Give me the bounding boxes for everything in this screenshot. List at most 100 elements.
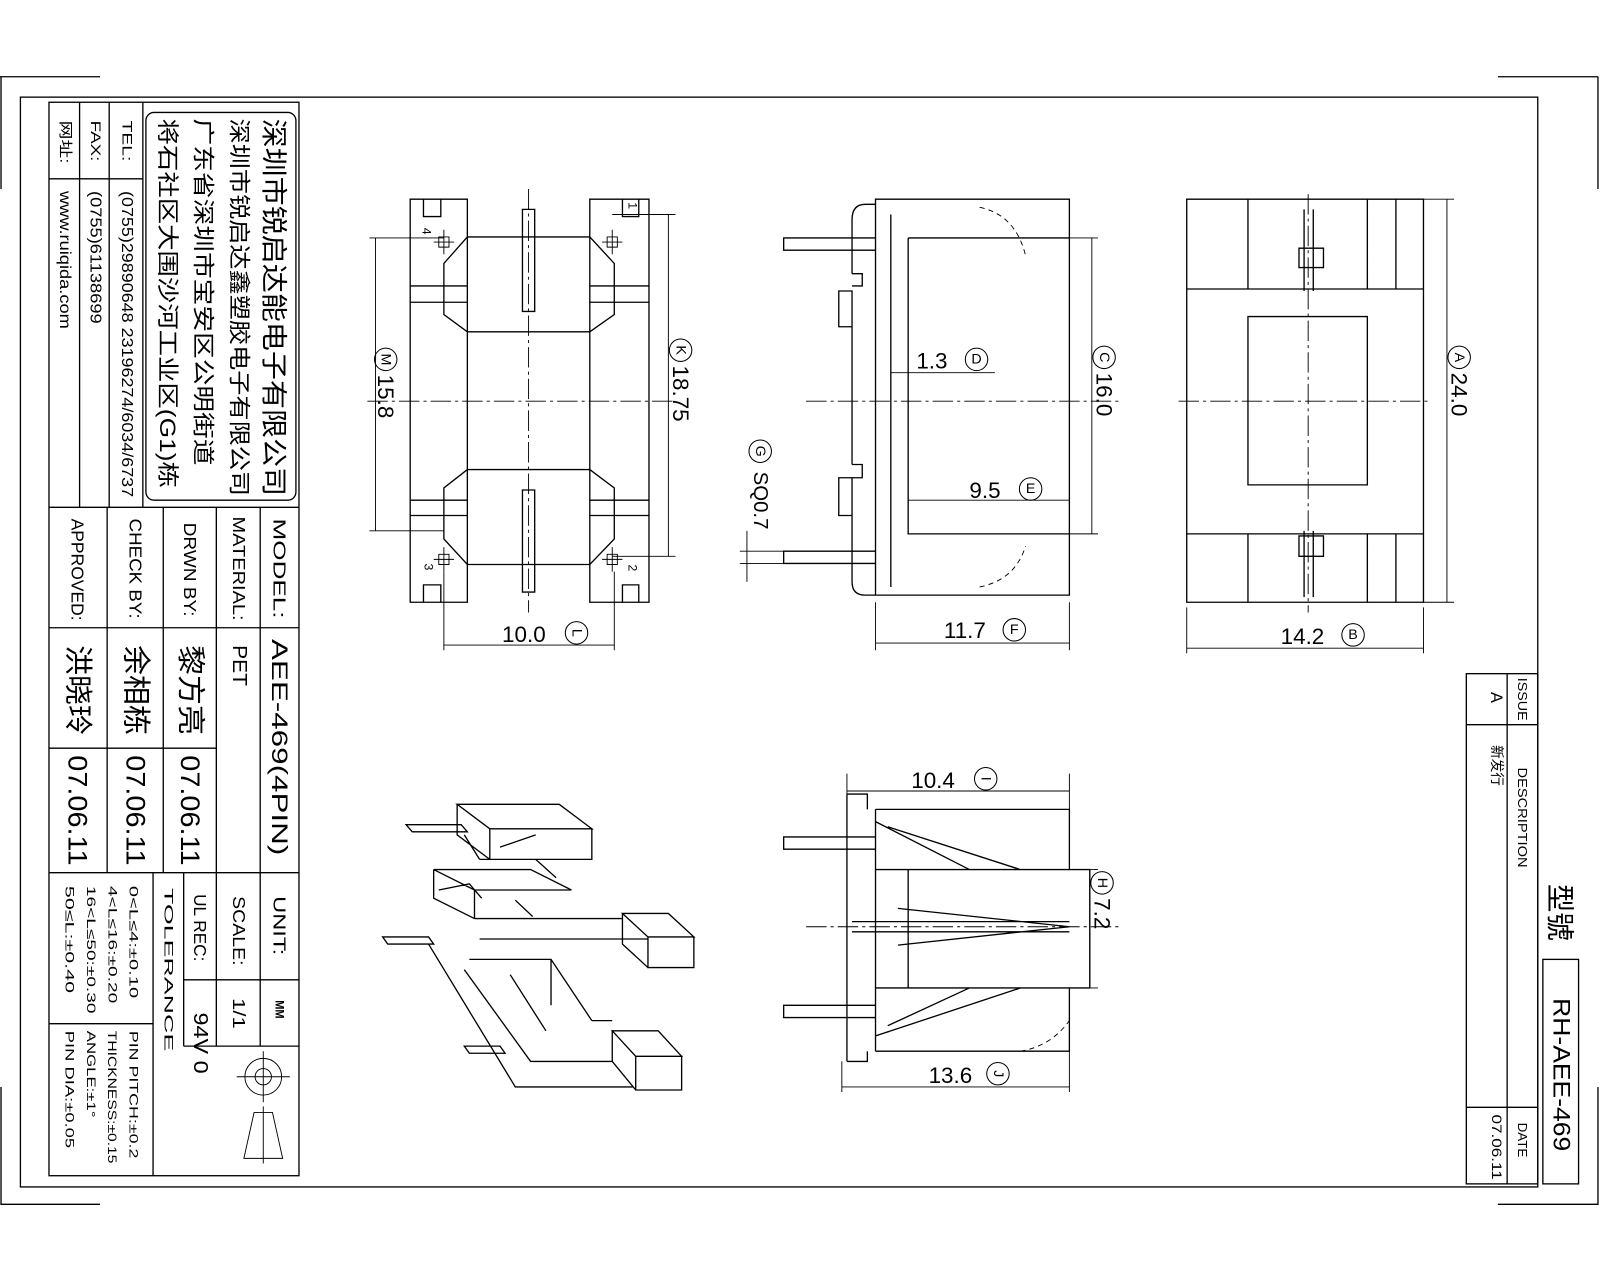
- dimension-letter-circle: [564, 621, 589, 645]
- company-address-2: 将石社区大围沙河工业区(G1)栋: [155, 119, 180, 488]
- tolerance-line: 0<L≤4:±0.10: [127, 886, 141, 999]
- check-by-label: CHECK BY:: [126, 519, 146, 619]
- projection-symbol-icon: [236, 1051, 290, 1164]
- material-label: MATERIAL:: [229, 517, 249, 621]
- isometric-view: [381, 803, 696, 1091]
- revision-block-grid: [1466, 673, 1538, 1184]
- end-view-dimension-lines: [1186, 198, 1455, 654]
- dimension-value: 18.75: [668, 366, 693, 422]
- model-label: MODEL:: [270, 519, 290, 619]
- dimension-letter-circle: [1018, 477, 1043, 501]
- description-label: DESCRIPTION: [1515, 768, 1530, 868]
- dimension-value: 9.5: [969, 478, 1000, 503]
- company-name: 深圳市锐启达能电子有限公司: [258, 119, 288, 497]
- isometric-middle-arm: [381, 868, 696, 969]
- check-by-name: 余相栋: [120, 645, 152, 735]
- dimension-value: 7.2: [1090, 898, 1115, 929]
- fax-label: FAX:: [87, 121, 103, 162]
- model-value: AEE-469(4PIN): [267, 639, 292, 855]
- pin-position-marks: [433, 229, 623, 572]
- scale-label: SCALE:: [229, 896, 249, 965]
- bottom-view: 10.4 I H 7.2 13.6 J: [783, 767, 1123, 1093]
- isometric-upper-arm: [404, 803, 594, 879]
- drawn-date: 07.06.11: [175, 755, 205, 865]
- dimension-value: 24.0: [1447, 373, 1472, 417]
- dimension-letter: A: [1451, 353, 1467, 363]
- pin-number-label: 3: [422, 563, 436, 570]
- tolerance-line: 4<L≤16:±0.20: [105, 886, 119, 1004]
- dimension-letter-circle: [1090, 871, 1114, 895]
- drawn-by-name: 黎方亮: [174, 645, 206, 735]
- side-view-dimension-lines: [739, 237, 1098, 651]
- revision-block-border: [1465, 673, 1539, 1185]
- tolerance-line: 50≤L:±0.40: [62, 886, 76, 993]
- front-view-dimension-lines: [369, 214, 676, 651]
- dimension-value: 10.4: [911, 768, 955, 793]
- dimension-letter: G: [752, 446, 768, 457]
- check-date: 07.06.11: [121, 755, 151, 865]
- dimension-letter: I: [978, 777, 994, 781]
- side-view-outline: [783, 198, 1071, 596]
- sheet-frame: [0, 76, 1599, 1205]
- bottom-view-hidden-lines: [1020, 1020, 1070, 1052]
- dimension-value: 14.2: [1281, 624, 1325, 649]
- dimension-letter-circle: [748, 439, 772, 463]
- projection-cone: [243, 1106, 284, 1164]
- dimension-value: 1.3: [916, 349, 947, 374]
- front-view: 4 1 3 2 M 15.8 K 18.75 10.0 L: [367, 188, 693, 651]
- part-number-label: 型號: [1543, 884, 1575, 941]
- dimension-value: 13.6: [929, 1063, 973, 1088]
- tel-label: TEL:: [119, 121, 135, 162]
- tolerance-label: TOLERANCE: [161, 888, 175, 1051]
- pin-number-label: 1: [626, 202, 640, 209]
- tolerance-line: ANGLE:±1°: [84, 1031, 98, 1118]
- dimension-letter: F: [1010, 622, 1019, 638]
- approved-date: 07.06.11: [63, 755, 93, 865]
- dimension-letter-circle: [668, 338, 693, 362]
- dimension-letter-circle: [1092, 345, 1116, 370]
- bottom-view-outline: [783, 793, 1091, 1063]
- drawn-by-label: DRWN BY:: [180, 523, 200, 617]
- revision-block: ISSUE A DESCRIPTION 新发行 DATE 07.06.11 型號…: [1465, 673, 1580, 1185]
- date-label: DATE: [1515, 1123, 1530, 1158]
- bottom-view-dimension-lines: [841, 773, 1098, 1093]
- dimension-letter: L: [569, 629, 585, 637]
- dimension-letter-circle: [964, 347, 989, 372]
- part-number-box: [1542, 958, 1580, 1185]
- part-number: RH-AEE-469: [1548, 998, 1575, 1151]
- company-name-2: 深圳市锐启达鑫塑胶电子有限公司: [226, 119, 251, 497]
- unit-label: UNIT:: [270, 896, 290, 955]
- dimension-letter: B: [1348, 627, 1358, 643]
- corner-marks: [0, 76, 1599, 1205]
- dimension-value: SQ0.7: [749, 472, 771, 530]
- dimension-letter: M: [378, 353, 394, 365]
- issue-value: A: [1487, 692, 1505, 703]
- tolerance-line: PIN PITCH:±0.2: [127, 1031, 141, 1159]
- title-block-border: [48, 101, 300, 1177]
- company-address-1: 广东省深圳市宝安区公明街道: [191, 119, 216, 466]
- title-block-grid: [48, 102, 299, 1176]
- side-view: 1.3 D C 16.0 9.5 E 11.7 F G SQ0.7: [739, 198, 1123, 651]
- dimension-letter: K: [673, 345, 689, 355]
- end-view-outline: [1186, 198, 1425, 603]
- description-value: 新发行: [1488, 745, 1505, 786]
- dimension-letter-circle: [1002, 618, 1027, 642]
- date-value: 07.06.11: [1488, 1114, 1504, 1179]
- approved-label: APPROVED:: [68, 519, 88, 621]
- scale-value: 1/1: [229, 998, 249, 1029]
- dimension-value: 15.8: [373, 375, 398, 419]
- front-view-centerlines: [367, 188, 676, 613]
- tel-value: (0755)29890648 23196274/6034/6737: [118, 191, 135, 497]
- web-label: 网址:: [56, 121, 73, 164]
- dimension-letter-circle: [973, 767, 998, 791]
- dimension-value: 10.0: [502, 622, 546, 647]
- ul-label: UL REC:: [190, 894, 210, 961]
- issue-label: ISSUE: [1515, 678, 1530, 721]
- dimension-letter: C: [1096, 352, 1112, 362]
- end-view-centerlines: [1178, 194, 1429, 613]
- dimension-letter: J: [990, 1070, 1006, 1077]
- front-view-outline: [409, 198, 650, 603]
- dimension-letter: H: [1094, 878, 1110, 888]
- dimension-letter: E: [1026, 481, 1036, 497]
